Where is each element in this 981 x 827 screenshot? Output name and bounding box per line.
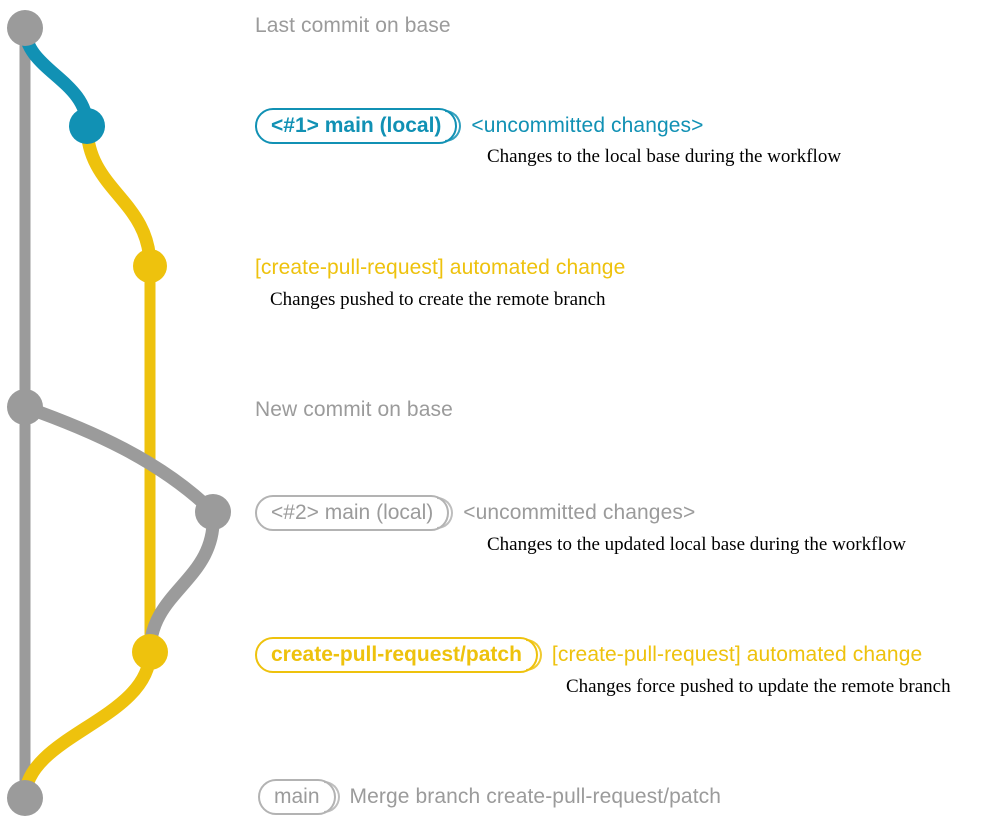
commit-subject: [create-pull-request] automated change (551, 643, 923, 666)
commit-subject: <uncommitted changes> (463, 501, 696, 524)
row-local-1: <#1> main (local) <uncommitted changes> (255, 108, 704, 144)
row-local-2: <#2> main (local) <uncommitted changes> (255, 495, 695, 531)
commit-description: Changes pushed to create the remote bran… (270, 289, 606, 310)
row-new-commit-on-base: New commit on base (255, 398, 453, 422)
base-rebase-line (18, 400, 220, 519)
commit-description: Changes force pushed to update the remot… (566, 676, 951, 697)
commit-subject: [create-pull-request] automated change (255, 256, 626, 279)
branch-badge-main[interactable]: main (258, 779, 336, 815)
commit-dot-local-2[interactable] (195, 494, 231, 530)
row-automated-change-1: [create-pull-request] automated change (255, 256, 625, 280)
commit-subject: Last commit on base (255, 14, 451, 37)
branch-badge-wrap: <#2> main (local) (255, 495, 454, 531)
commit-dot-local-1[interactable] (69, 108, 105, 144)
patch-branch-line-upper (80, 119, 157, 273)
commit-dot-merge[interactable] (7, 780, 43, 816)
branch-badge-local-1[interactable]: <#1> main (local) (255, 108, 458, 144)
commit-dot-patch-1[interactable] (133, 249, 167, 283)
local-branch-line (18, 21, 94, 133)
branch-badge-local-2[interactable]: <#2> main (local) (255, 495, 450, 531)
patch-merge-line (18, 645, 157, 805)
row-merge: main Merge branch create-pull-request/pa… (258, 779, 721, 815)
commit-dot-patch-2[interactable] (132, 634, 168, 670)
row-automated-change-2: create-pull-request/patch [create-pull-r… (255, 637, 922, 673)
commit-dot-last-base[interactable] (7, 10, 43, 46)
branch-badge-wrap: <#1> main (local) (255, 108, 462, 144)
commit-description: Changes to the updated local base during… (487, 534, 906, 555)
base-into-patch-line (143, 505, 220, 659)
commit-dot-new-base[interactable] (7, 389, 43, 425)
row-last-commit-on-base: Last commit on base (255, 14, 451, 38)
commit-subject: <uncommitted changes> (471, 114, 704, 137)
commit-subject: Merge branch create-pull-request/patch (349, 785, 722, 808)
branch-badge-wrap: create-pull-request/patch (255, 637, 542, 673)
branch-badge-patch[interactable]: create-pull-request/patch (255, 637, 538, 673)
commit-subject: New commit on base (255, 398, 453, 421)
branch-badge-wrap: main (258, 779, 340, 815)
commit-description: Changes to the local base during the wor… (487, 146, 842, 167)
